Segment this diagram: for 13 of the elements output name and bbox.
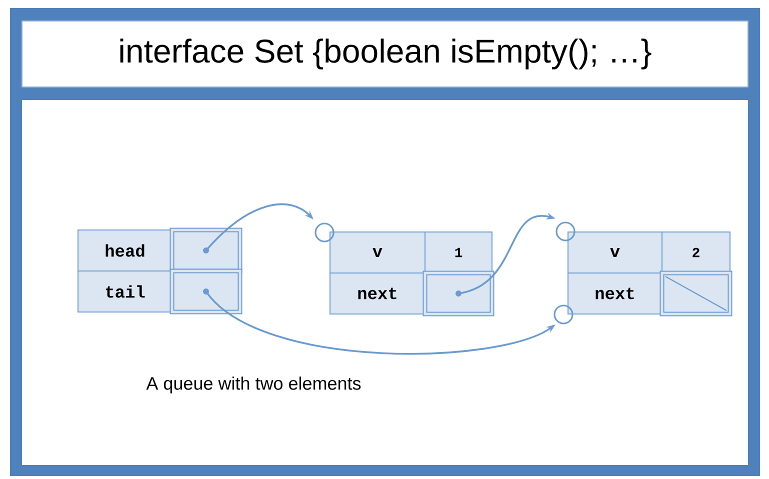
title-band: interface Set {boolean isEmpty(); …}: [22, 20, 748, 88]
field-cell: next: [568, 272, 662, 314]
field-cell: tail: [78, 270, 172, 312]
field-cell: 2: [662, 232, 730, 274]
pointer-slot: [170, 268, 242, 314]
caption: A queue with two elements: [146, 376, 361, 394]
field-cell: v: [330, 232, 426, 274]
field-cell: head: [78, 230, 172, 272]
field-cell: next: [330, 272, 426, 314]
null-pointer-slot: [660, 270, 732, 316]
pointer-slot: [422, 270, 494, 316]
field-cell: 1: [424, 232, 492, 274]
field-cell: v: [568, 232, 662, 274]
